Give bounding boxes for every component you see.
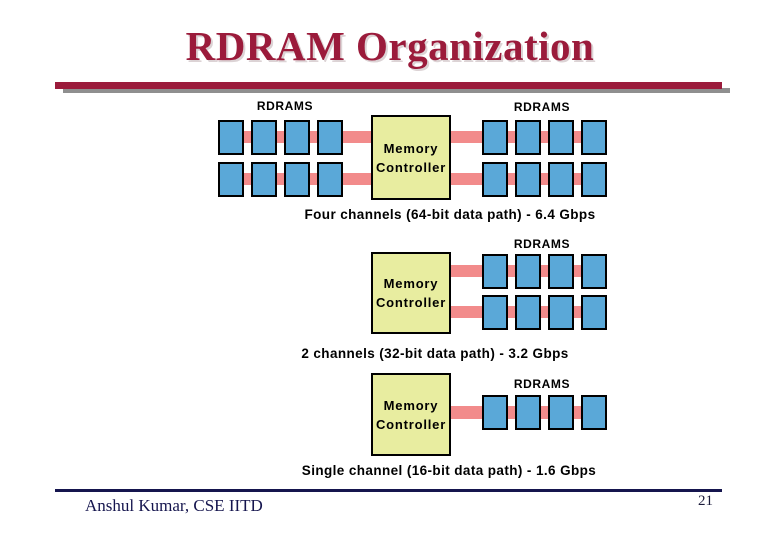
- rdram-chip: [284, 120, 310, 155]
- rdram-chip: [515, 162, 541, 197]
- rdram-chip: [515, 254, 541, 289]
- memory-controller-label-line1: Memory: [383, 140, 439, 156]
- rdrams-label-right: RDRAMS: [513, 377, 571, 391]
- memory-controller: Memory Controller: [371, 115, 451, 200]
- rdram-chip: [548, 295, 574, 330]
- rdram-chip: [581, 395, 607, 430]
- rdram-chip: [482, 254, 508, 289]
- rdram-bank-right-row2: [482, 295, 607, 330]
- rdram-chip: [548, 120, 574, 155]
- caption-single-channel: Single channel (16-bit data path) - 1.6 …: [301, 463, 597, 478]
- rdram-bank-left-row1: [218, 120, 343, 155]
- footer-divider: [55, 489, 722, 492]
- rdram-chip: [581, 162, 607, 197]
- rdram-chip: [581, 295, 607, 330]
- rdram-chip: [251, 162, 277, 197]
- title-rule: [55, 82, 722, 89]
- rdram-chip: [548, 395, 574, 430]
- rdram-chip: [482, 295, 508, 330]
- caption-four-channels: Four channels (64-bit data path) - 6.4 G…: [304, 207, 596, 222]
- caption-two-channels: 2 channels (32-bit data path) - 3.2 Gbps: [301, 346, 569, 361]
- rdram-chip: [482, 395, 508, 430]
- rdram-chip: [218, 120, 244, 155]
- footer-author: Anshul Kumar, CSE IITD: [85, 496, 263, 515]
- rdram-chip: [548, 254, 574, 289]
- rdram-chip: [284, 162, 310, 197]
- rdram-bank-right-row1: [482, 395, 607, 430]
- memory-controller-label-line1: Memory: [383, 276, 439, 291]
- memory-controller-label-line1: Memory: [383, 397, 439, 413]
- memory-controller: Memory Controller: [371, 373, 451, 456]
- rdram-chip: [581, 120, 607, 155]
- rdram-bank-right-row2: [482, 162, 607, 197]
- rdram-bank-left-row2: [218, 162, 343, 197]
- rdram-bank-right-row1: [482, 254, 607, 289]
- rdrams-label-left: RDRAMS: [256, 99, 314, 113]
- rdram-chip: [482, 162, 508, 197]
- rdram-chip: [317, 120, 343, 155]
- rdram-chip: [317, 162, 343, 197]
- title-rule-shadow: [63, 88, 730, 93]
- memory-controller: Memory Controller: [371, 252, 451, 334]
- memory-controller-label-line2: Controller: [375, 295, 447, 310]
- memory-controller-label-line2: Controller: [375, 416, 447, 432]
- rdrams-label-right: RDRAMS: [513, 100, 571, 114]
- page-number: 21: [698, 493, 713, 509]
- rdram-chip: [251, 120, 277, 155]
- rdram-bank-right-row1: [482, 120, 607, 155]
- rdram-chip: [482, 120, 508, 155]
- rdram-chip: [515, 120, 541, 155]
- rdram-chip: [515, 395, 541, 430]
- rdram-chip: [515, 295, 541, 330]
- slide-title: RDRAM Organization: [185, 23, 595, 69]
- rdram-chip: [218, 162, 244, 197]
- rdrams-label-right: RDRAMS: [513, 237, 571, 251]
- memory-controller-label-line2: Controller: [375, 159, 447, 175]
- rdram-chip: [548, 162, 574, 197]
- rdram-chip: [581, 254, 607, 289]
